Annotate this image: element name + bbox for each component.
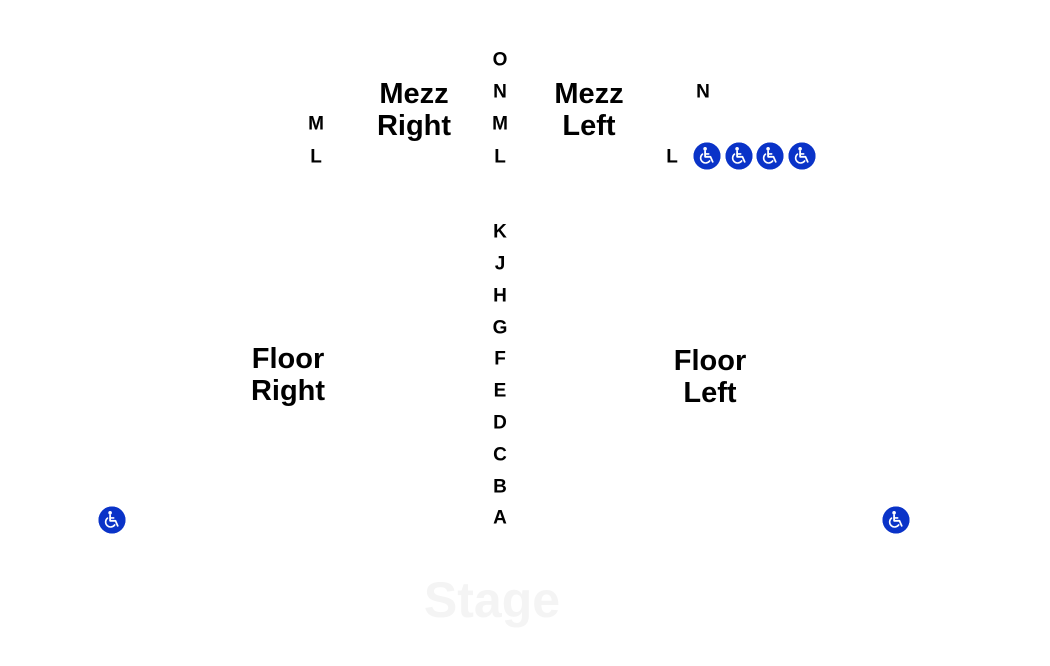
center-row-h: H: [493, 285, 507, 307]
center-row-d: D: [493, 412, 507, 434]
section-floor-left-line2: Left: [683, 377, 737, 409]
center-row-n: N: [493, 81, 507, 103]
mezz-right-row-l: L: [310, 146, 322, 168]
center-row-g: G: [492, 317, 508, 339]
section-mezz-right-line2: Right: [376, 110, 452, 142]
section-mezz-left-line1: Mezz: [554, 78, 624, 110]
wheelchair-icon[interactable]: [882, 506, 910, 534]
center-row-c: C: [493, 444, 507, 466]
mezz-left-row-n: N: [696, 81, 710, 103]
mezz-left-row-l: L: [666, 146, 678, 168]
section-floor-left[interactable]: Floor Left: [674, 345, 747, 409]
center-row-m: M: [492, 113, 508, 135]
center-row-f: F: [494, 348, 506, 370]
center-row-e: E: [493, 380, 507, 402]
wheelchair-icon[interactable]: [725, 142, 753, 170]
center-row-j: J: [494, 253, 506, 275]
mezz-right-row-m: M: [308, 113, 324, 135]
center-row-l: L: [494, 146, 506, 168]
section-mezz-right[interactable]: Mezz Right: [377, 78, 451, 142]
stage-label: Stage: [423, 572, 561, 628]
section-floor-right[interactable]: Floor Right: [251, 343, 325, 407]
section-mezz-right-line1: Mezz: [379, 78, 449, 110]
section-floor-right-line2: Right: [250, 375, 326, 407]
wheelchair-icon[interactable]: [756, 142, 784, 170]
section-mezz-left[interactable]: Mezz Left: [554, 78, 623, 142]
center-row-b: B: [493, 476, 507, 498]
center-row-o: O: [492, 49, 508, 71]
center-row-k: K: [493, 221, 507, 243]
center-row-a: A: [493, 507, 507, 529]
wheelchair-icon[interactable]: [98, 506, 126, 534]
section-floor-left-line1: Floor: [673, 345, 747, 377]
wheelchair-icon[interactable]: [693, 142, 721, 170]
section-floor-right-line1: Floor: [251, 343, 325, 375]
wheelchair-icon[interactable]: [788, 142, 816, 170]
section-mezz-left-line2: Left: [562, 110, 616, 142]
